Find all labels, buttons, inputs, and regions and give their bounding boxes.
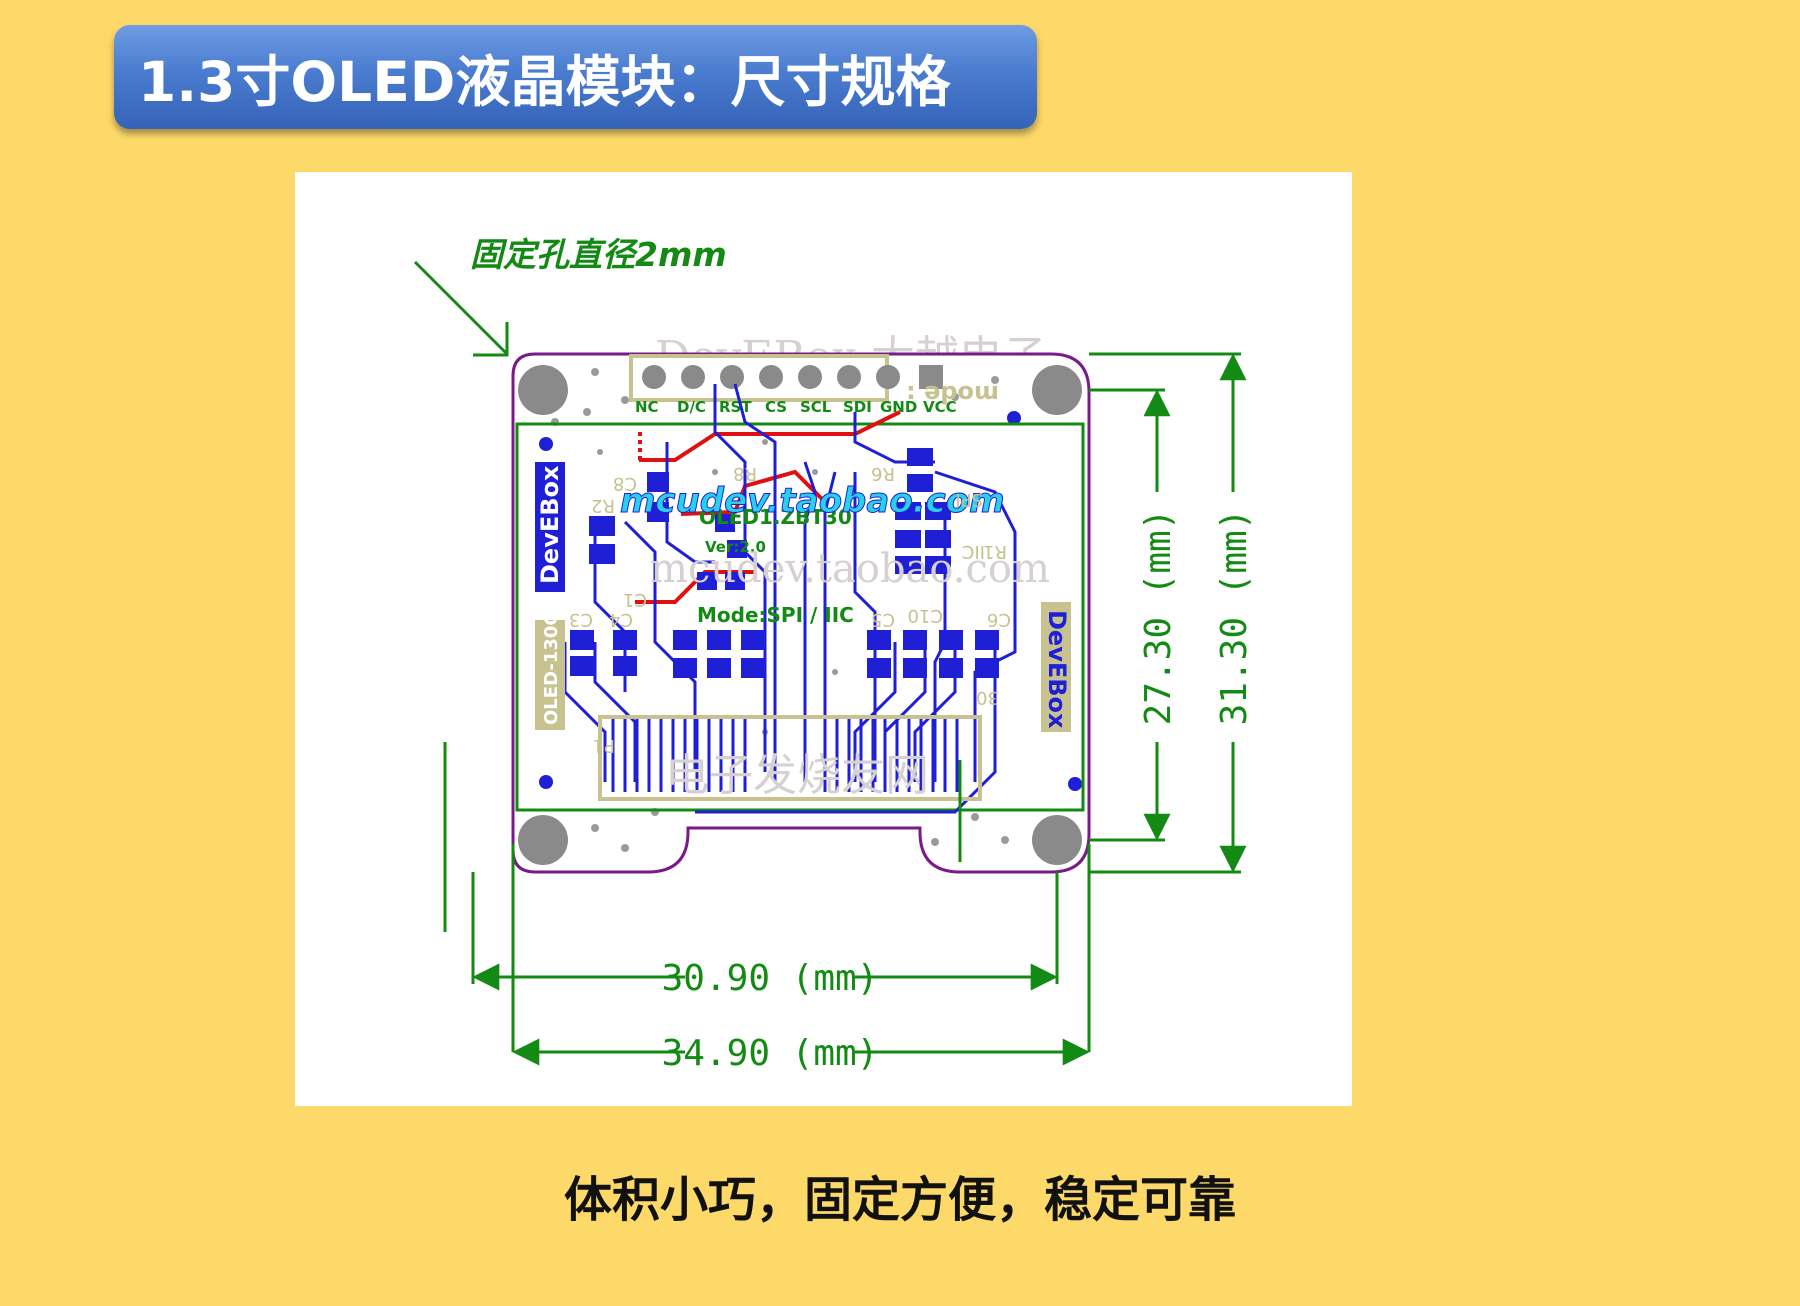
label-p1: P1 [593,735,615,756]
label-30: 30 [976,687,999,708]
dim-inner-width-label: 30.90 (mm) [662,958,879,999]
pin-label-sdi: SDI [843,398,872,416]
mode-line: Mode:SPI / IIC [697,603,854,627]
via-dots [551,368,1009,852]
brand-right-text: DevEBox [1043,610,1071,729]
brand-left-text: DevEBox [536,465,564,584]
label-c5: C5 [871,609,895,630]
pcb-drawing: 固定孔直径2mm DevEBox 大越电子 [413,235,1255,1074]
pin-label-dc: D/C [677,398,706,416]
mode-box-text: mode : [906,380,999,408]
model-label: OLED-130C [535,612,565,730]
label-c4: C4 [609,609,633,630]
label-c10: C10 [908,605,943,626]
label-c3: C3 [569,609,593,630]
brand-right: DevEBox [1041,602,1071,732]
silkscreen-labels: OLED1.ZBT30 Ver:2.0 Mode:SPI / IIC mode … [569,380,1050,801]
dim-outer-height-label: 31.30 (mm) [1214,509,1255,726]
display-area-frame [515,422,1085,812]
label-r1: R1 [983,541,1007,562]
brand-left: DevEBox [535,462,565,592]
pcb-name: OLED1.ZBT30 [699,505,852,529]
component-pads [570,448,999,678]
pin-label-cs: CS [765,398,787,416]
pin-labels: NC D/C RST CS SCL SDI GND VCC [635,398,957,416]
dimension-lines [443,352,1241,1052]
label-r6: R6 [871,463,895,484]
mount-hole-top-left [518,365,568,415]
hole-diameter-note: 固定孔直径2mm [470,235,727,274]
title-banner: 1.3寸OLED液晶模块：尺寸规格 [114,25,1037,129]
watermark-mid: mcudev.taobao.com [650,546,1050,592]
model-label-text: OLED-130C [541,612,562,725]
fpc-fingers [611,717,959,792]
label-iic: IIC [962,541,985,562]
fpc-connector-outline [598,715,982,801]
blue-vias [539,411,1082,791]
pin-label-scl: SCL [800,398,832,416]
dim-inner-height-label: 27.30 (mm) [1138,509,1179,726]
dim-outer-width-label: 34.90 (mm) [662,1033,879,1074]
pin-label-nc: NC [635,398,659,416]
mount-hole-top-right [1032,365,1082,415]
pcb-version: Ver:2.0 [705,538,766,556]
mount-hole-bottom-right [1032,815,1082,865]
pin-label-gnd: GND [880,398,917,416]
slide-title: 1.3寸OLED液晶模块：尺寸规格 [138,50,951,114]
pin-label-vcc: VCC [923,398,957,416]
pcb-dimension-diagram: 固定孔直径2mm DevEBox 大越电子 [295,172,1352,1106]
label-r2: R2 [591,495,615,516]
label-c1: C1 [623,589,647,610]
pin-label-rst: RST [719,398,752,416]
watermark-low: 电子发烧友网 [665,750,929,801]
label-r8: R8 [733,463,757,484]
pin-header-pads [642,365,943,389]
label-spi: SPI [955,489,983,510]
slide-caption: 体积小巧，固定方便，稳定可靠 [563,1172,1236,1228]
label-c6: C6 [987,609,1011,630]
hole-note-arrow [413,260,509,356]
mount-hole-bottom-left [518,815,568,865]
label-c8: C8 [613,473,637,494]
hole-note-arrowhead [473,322,509,357]
shop-url: mcudev.taobao.com [620,481,1005,521]
